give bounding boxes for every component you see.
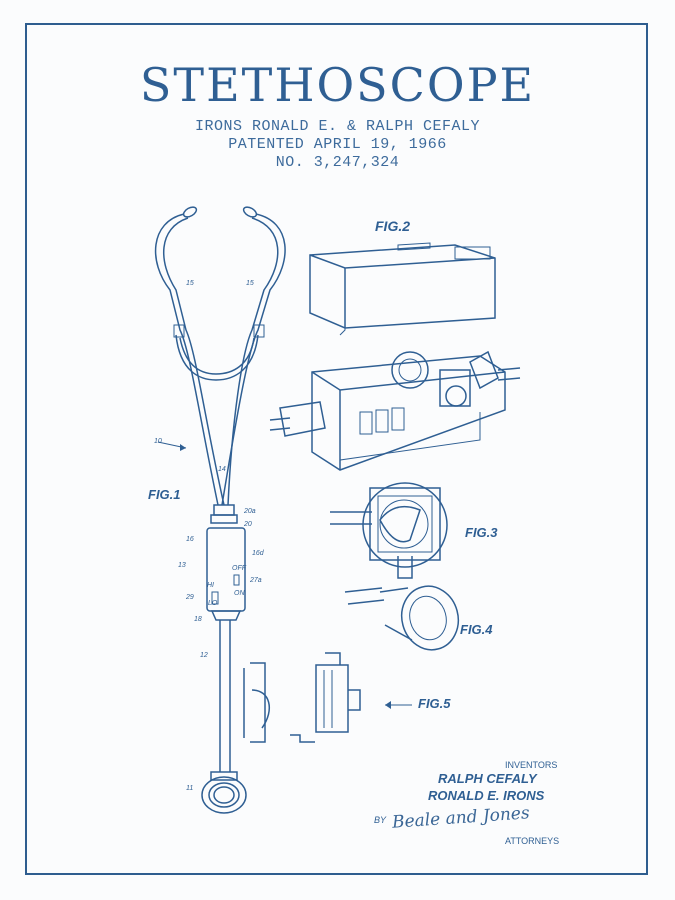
ref-20: 20 bbox=[244, 521, 252, 528]
inventor-line: IRONS RONALD E. & RALPH CEFALY bbox=[194, 118, 481, 135]
by-label: BY bbox=[374, 815, 387, 825]
switch-hi-label: HI bbox=[207, 582, 214, 589]
fig4-rotor bbox=[344, 585, 460, 651]
fig2-assembly bbox=[269, 242, 521, 471]
ref-14: 14 bbox=[218, 466, 226, 473]
ref-12: 12 bbox=[200, 652, 208, 659]
patent-date-line: PATENTED APRIL 19, 1966 bbox=[228, 136, 447, 153]
fig5-label: FIG.5 bbox=[418, 696, 451, 711]
switch-on-label: ON bbox=[234, 590, 245, 597]
fig3-switch bbox=[330, 482, 448, 579]
ref-15b: 15 bbox=[246, 280, 254, 287]
ref-11: 11 bbox=[186, 785, 194, 792]
border-frame bbox=[25, 23, 648, 875]
ref-16d: 16d bbox=[252, 550, 264, 557]
fig2-label: FIG.2 bbox=[375, 218, 411, 234]
ref-15a: 15 bbox=[186, 280, 194, 287]
ref-27a: 27a bbox=[250, 577, 262, 584]
page-title: STETHOSCOPE bbox=[139, 58, 536, 112]
fig5-section bbox=[243, 652, 412, 743]
fig1-stethoscope bbox=[154, 206, 286, 814]
fig4-label: FIG.4 bbox=[460, 622, 493, 637]
attorneys-label: ATTORNEYS bbox=[505, 836, 560, 846]
patent-number-line: NO. 3,247,324 bbox=[275, 154, 400, 171]
switch-off-label: OFF bbox=[232, 565, 246, 572]
inventors-heading: INVENTORS bbox=[505, 760, 558, 770]
inventor-name-2: RONALD E. IRONS bbox=[428, 788, 545, 803]
ref-18: 18 bbox=[194, 616, 202, 623]
ref-13: 13 bbox=[178, 562, 186, 569]
fig3-label: FIG.3 bbox=[465, 525, 498, 540]
switch-lo-label: LO bbox=[208, 600, 218, 607]
inventor-name-1: RALPH CEFALY bbox=[438, 771, 537, 786]
ref-10: 10 bbox=[154, 438, 162, 445]
ref-29: 29 bbox=[186, 594, 194, 601]
ref-16: 16 bbox=[186, 536, 194, 543]
ref-20a: 20a bbox=[244, 508, 256, 515]
fig1-label: FIG.1 bbox=[148, 487, 181, 502]
